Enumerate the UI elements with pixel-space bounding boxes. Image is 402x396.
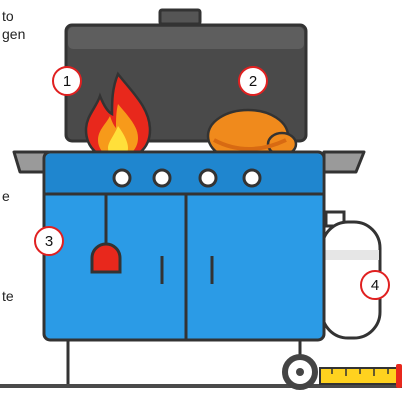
- callout-marker-3: 3: [34, 226, 64, 256]
- ground-line: [0, 384, 402, 388]
- flame-icon: [84, 71, 152, 162]
- caption-fragment-to: to: [2, 8, 14, 24]
- knob-icon: [152, 168, 172, 188]
- control-panel: [46, 154, 322, 194]
- callout-marker-1: 1: [52, 66, 82, 96]
- knob-icon: [112, 168, 132, 188]
- caption-fragment-e: e: [2, 188, 10, 204]
- knob-icon: [198, 168, 218, 188]
- knob-icon: [242, 168, 262, 188]
- callout-marker-2: 2: [238, 66, 268, 96]
- caption-fragment-gen: gen: [2, 26, 26, 42]
- tape-measure-icon: [319, 364, 402, 388]
- lid-handle: [158, 8, 202, 26]
- caption-fragment-te: te: [2, 288, 14, 304]
- right-side-shelf: [322, 150, 366, 174]
- igniter-icon: [90, 242, 122, 274]
- lid-highlight: [68, 27, 304, 49]
- propane-tank: [320, 210, 382, 340]
- callout-marker-4: 4: [360, 270, 390, 300]
